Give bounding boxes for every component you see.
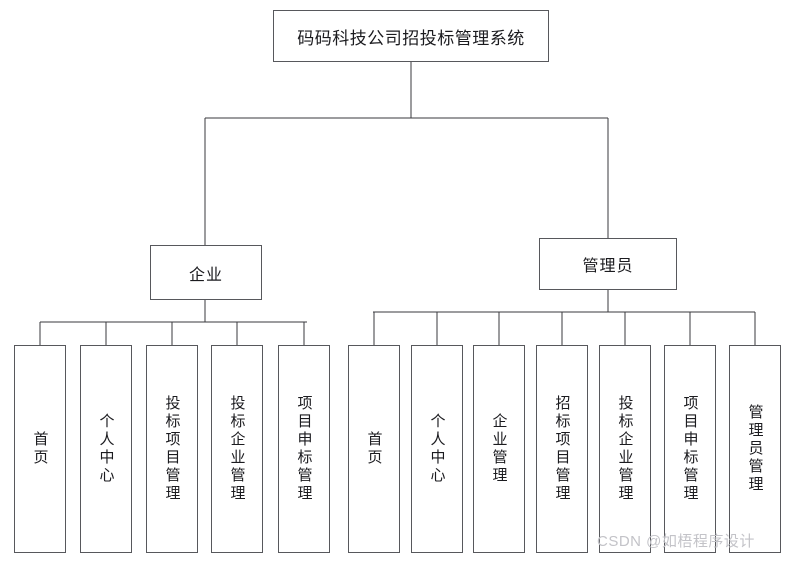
node-leaf-enterprise-bid-project-management[interactable]: 投标项目管理 (146, 345, 198, 553)
node-leaf-admin-company-management[interactable]: 企业管理 (473, 345, 525, 553)
node-leaf-label: 首页 (365, 431, 383, 467)
node-leaf-admin-tender-project-management[interactable]: 招标项目管理 (536, 345, 588, 553)
node-leaf-label: 首页 (31, 431, 49, 467)
node-leaf-admin-personal-center[interactable]: 个人中心 (411, 345, 463, 553)
node-leaf-enterprise-home[interactable]: 首页 (14, 345, 66, 553)
node-leaf-label: 投标企业管理 (228, 395, 246, 503)
node-leaf-label: 项目申标管理 (295, 395, 313, 503)
csdn-watermark: CSDN @如梧程序设计 (597, 533, 755, 550)
node-leaf-admin-bidder-company-management[interactable]: 投标企业管理 (599, 345, 651, 553)
node-leaf-label: 招标项目管理 (553, 395, 571, 503)
node-leaf-admin-project-award-management[interactable]: 项目申标管理 (664, 345, 716, 553)
node-leaf-label: 个人中心 (428, 413, 446, 485)
node-branch-administrator-label: 管理员 (582, 258, 634, 275)
node-branch-administrator[interactable]: 管理员 (539, 238, 677, 290)
node-leaf-label: 投标项目管理 (163, 395, 181, 503)
node-leaf-label: 项目申标管理 (681, 395, 699, 503)
node-leaf-enterprise-bidder-company-management[interactable]: 投标企业管理 (211, 345, 263, 553)
node-root-system[interactable]: 码码科技公司招投标管理系统 (273, 10, 549, 62)
node-leaf-label: 管理员管理 (746, 404, 764, 494)
node-leaf-admin-home[interactable]: 首页 (348, 345, 400, 553)
node-root-label: 码码科技公司招投标管理系统 (297, 28, 525, 48)
node-branch-enterprise[interactable]: 企业 (150, 245, 262, 300)
node-leaf-enterprise-project-award-management[interactable]: 项目申标管理 (278, 345, 330, 553)
node-leaf-label: 投标企业管理 (616, 395, 634, 503)
node-leaf-label: 企业管理 (490, 413, 508, 485)
node-leaf-label: 个人中心 (97, 413, 115, 485)
node-leaf-admin-administrator-management[interactable]: 管理员管理 (729, 345, 781, 553)
node-branch-enterprise-label: 企业 (188, 266, 223, 284)
node-leaf-enterprise-personal-center[interactable]: 个人中心 (80, 345, 132, 553)
